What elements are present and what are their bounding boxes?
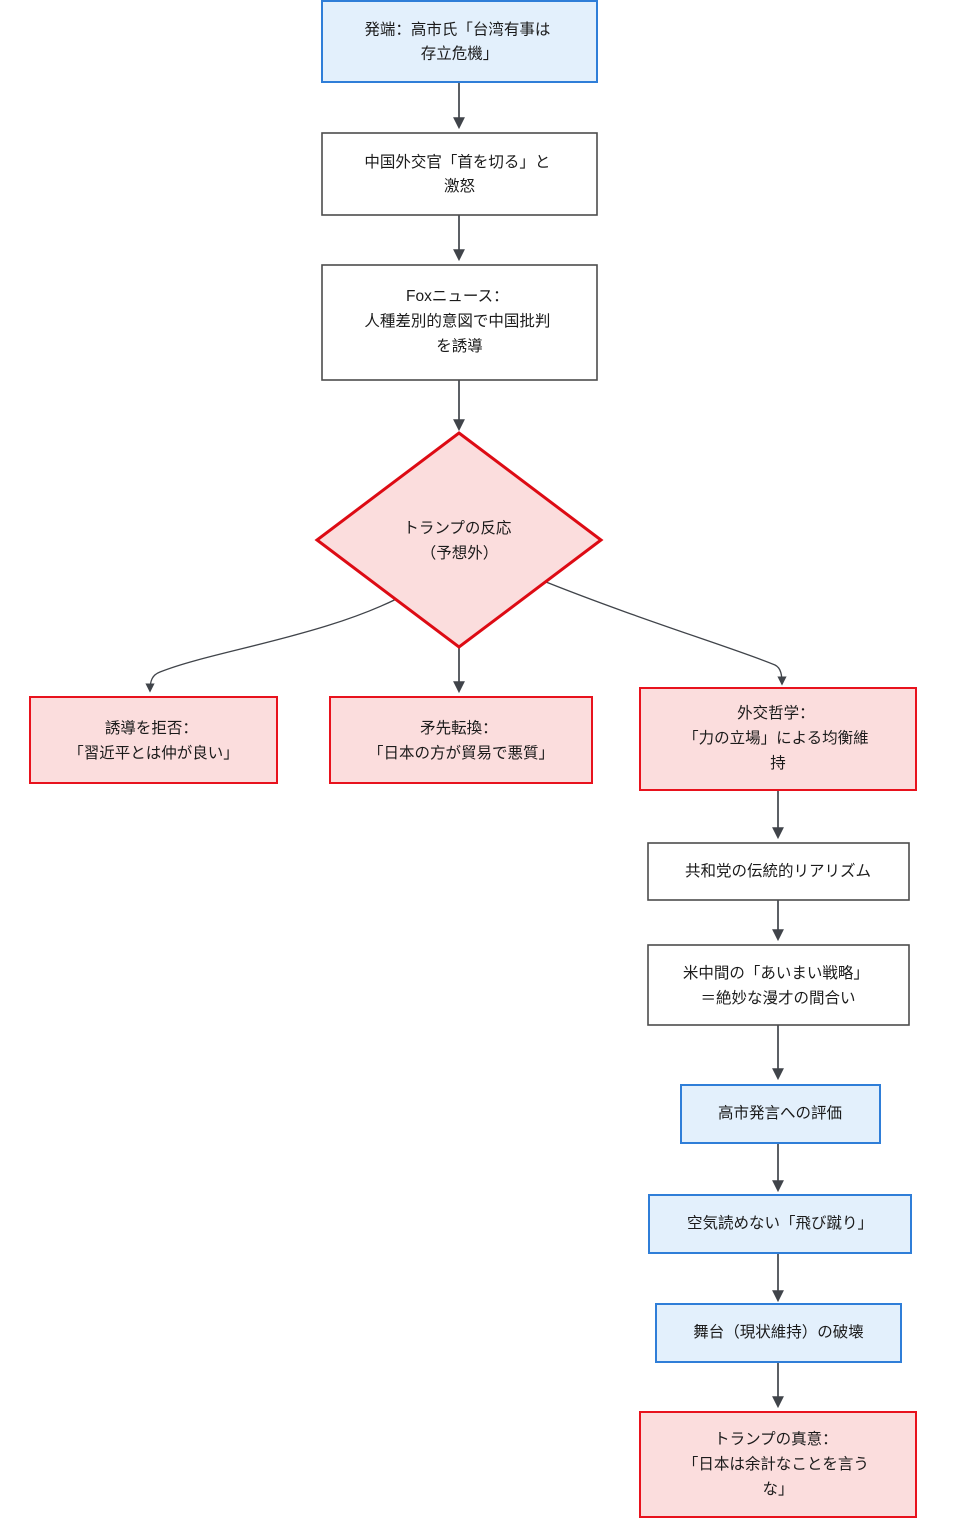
node-n10-label: 高市発言への評価 xyxy=(718,1104,842,1122)
node-n7-shape[interactable] xyxy=(639,687,917,791)
node-n1[interactable]: 発端：高市氏「台湾有事は 存立危機」 xyxy=(321,0,598,83)
node-n6-label: 矛先転換： 「日本の方が貿易で悪質」 xyxy=(368,719,554,762)
node-n12-shape[interactable] xyxy=(655,1303,902,1363)
node-n4-label: トランプの反応 （予想外） xyxy=(403,519,515,562)
node-n12-label: 舞台（現状維持）の破壊 xyxy=(693,1323,864,1341)
node-n13-shape[interactable] xyxy=(639,1411,917,1518)
node-n11-shape[interactable] xyxy=(648,1194,912,1254)
node-n9-label: 米中間の「あいまい戦略」 ＝絶妙な漫才の間合い xyxy=(683,964,873,1007)
node-n1-shape[interactable] xyxy=(321,0,598,83)
node-n4-shape[interactable] xyxy=(314,431,604,649)
node-n2[interactable]: 中国外交官「首を切る」と 激怒 xyxy=(321,132,598,216)
node-n3-shape[interactable] xyxy=(321,264,598,381)
node-n8[interactable]: 共和党の伝統的リアリズム xyxy=(647,842,910,901)
node-n2-shape[interactable] xyxy=(321,132,598,216)
node-n9-shape[interactable] xyxy=(647,944,910,1026)
node-n13-label: トランプの真意： 「日本は余計なことを言う な」 xyxy=(683,1429,873,1498)
node-n10-shape[interactable] xyxy=(680,1084,881,1144)
node-n7[interactable]: 外交哲学： 「力の立場」による均衡維 持 xyxy=(639,687,917,791)
node-n5-shape[interactable] xyxy=(29,696,278,784)
node-n5[interactable]: 誘導を拒否： 「習近平とは仲が良い」 xyxy=(29,696,278,784)
node-n3[interactable]: Foxニュース： 人種差別的意図で中国批判 を誘導 xyxy=(321,264,598,381)
node-n5-label: 誘導を拒否： 「習近平とは仲が良い」 xyxy=(68,719,239,762)
node-n4[interactable]: トランプの反応 （予想外） xyxy=(314,431,604,649)
node-n3-label: Foxニュース： 人種差別的意図で中国批判 を誘導 xyxy=(364,288,554,355)
node-n1-label: 発端：高市氏「台湾有事は 存立危機」 xyxy=(364,21,554,63)
node-n7-label: 外交哲学： 「力の立場」による均衡維 持 xyxy=(683,704,873,772)
node-n10[interactable]: 高市発言への評価 xyxy=(680,1084,881,1144)
node-n8-shape[interactable] xyxy=(647,842,910,901)
node-n6[interactable]: 矛先転換： 「日本の方が貿易で悪質」 xyxy=(329,696,593,784)
node-n11[interactable]: 空気読めない「飛び蹴り」 xyxy=(648,1194,912,1254)
edge-layer xyxy=(145,82,787,1409)
node-n8-label: 共和党の伝統的リアリズム xyxy=(685,862,871,880)
node-n11-label: 空気読めない「飛び蹴り」 xyxy=(687,1214,873,1232)
node-n9[interactable]: 米中間の「あいまい戦略」 ＝絶妙な漫才の間合い xyxy=(647,944,910,1026)
edge-n4-n5 xyxy=(145,591,411,693)
edge-n4-n7 xyxy=(535,577,787,686)
node-n2-label: 中国外交官「首を切る」と 激怒 xyxy=(364,153,554,195)
node-n13[interactable]: トランプの真意： 「日本は余計なことを言う な」 xyxy=(639,1411,917,1518)
node-n12[interactable]: 舞台（現状維持）の破壊 xyxy=(655,1303,902,1363)
node-n6-shape[interactable] xyxy=(329,696,593,784)
